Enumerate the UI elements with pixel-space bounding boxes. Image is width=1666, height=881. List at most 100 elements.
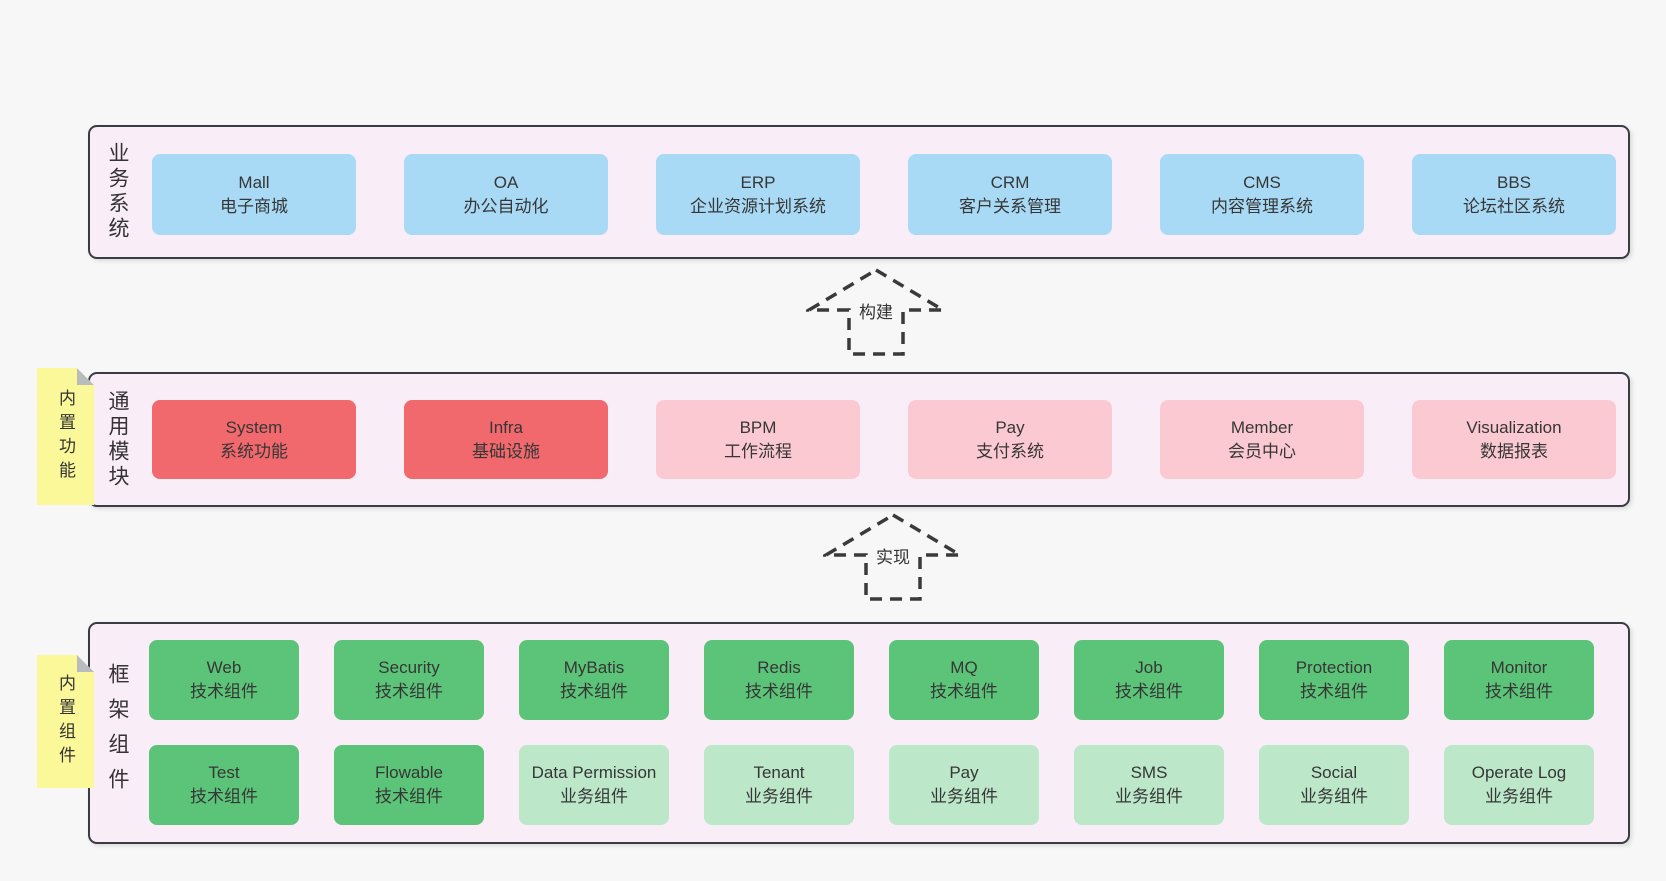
box-flowable: Flowable 技术组件 — [334, 745, 484, 825]
box-subtitle: 技术组件 — [190, 787, 258, 806]
up-arrow-icon — [823, 512, 963, 601]
box-mybatis: MyBatis 技术组件 — [519, 640, 669, 720]
box-title: Pay — [995, 417, 1025, 437]
layer-framework-components: 框架组件 Web 技术组件 Security 技术组件 MyBatis 技术组件… — [88, 622, 1630, 844]
layer-label-framework-components: 框架组件 — [106, 663, 129, 803]
box-title: Security — [378, 658, 440, 677]
box-title: BBS — [1496, 172, 1532, 192]
box-title: Protection — [1295, 658, 1373, 677]
arrow-build-label: 构建 — [856, 298, 896, 323]
box-redis: Redis 技术组件 — [704, 640, 854, 720]
box-subtitle: 技术组件 — [1115, 682, 1183, 701]
box-member: Member 会员中心 — [1160, 400, 1364, 479]
box-title: CRM — [990, 172, 1030, 192]
box-subtitle: 企业资源计划系统 — [690, 196, 826, 216]
arrow-build: 构建 — [806, 266, 946, 358]
box-title: BPM — [739, 417, 777, 437]
layer-label-common-modules: 通用模块 — [106, 389, 129, 490]
box-subtitle: 技术组件 — [190, 682, 258, 701]
box-data-permission: Data Permission 业务组件 — [519, 745, 669, 825]
box-subtitle: 论坛社区系统 — [1463, 196, 1565, 216]
box-subtitle: 内容管理系统 — [1211, 196, 1313, 216]
box-pay-component: Pay 业务组件 — [889, 745, 1039, 825]
box-subtitle: 技术组件 — [560, 682, 628, 701]
box-title: Data Permission — [531, 763, 657, 782]
box-subtitle: 技术组件 — [375, 787, 443, 806]
box-title: System — [225, 417, 283, 437]
box-bbs: BBS 论坛社区系统 — [1412, 154, 1616, 235]
box-job: Job 技术组件 — [1074, 640, 1224, 720]
box-subtitle: 基础设施 — [472, 441, 540, 461]
box-subtitle: 业务组件 — [745, 787, 813, 806]
box-social: Social 业务组件 — [1259, 745, 1409, 825]
box-cms: CMS 内容管理系统 — [1160, 154, 1364, 235]
box-subtitle: 客户关系管理 — [959, 196, 1061, 216]
box-infra: Infra 基础设施 — [404, 400, 608, 479]
box-subtitle: 数据报表 — [1480, 441, 1548, 461]
layer-business-systems: 业务系统 Mall 电子商城 OA 办公自动化 ERP 企业资源计划系统 CRM… — [88, 125, 1630, 259]
box-subtitle: 技术组件 — [1300, 682, 1368, 701]
box-test: Test 技术组件 — [149, 745, 299, 825]
box-crm: CRM 客户关系管理 — [908, 154, 1112, 235]
box-title: OA — [493, 172, 519, 192]
box-subtitle: 系统功能 — [220, 441, 288, 461]
box-operate-log: Operate Log 业务组件 — [1444, 745, 1594, 825]
box-subtitle: 支付系统 — [976, 441, 1044, 461]
box-monitor: Monitor 技术组件 — [1444, 640, 1594, 720]
box-title: Web — [206, 658, 242, 677]
box-subtitle: 技术组件 — [745, 682, 813, 701]
box-system: System 系统功能 — [152, 400, 356, 479]
box-visualization: Visualization 数据报表 — [1412, 400, 1616, 479]
box-protection: Protection 技术组件 — [1259, 640, 1409, 720]
box-subtitle: 业务组件 — [1300, 787, 1368, 806]
box-title: Social — [1310, 763, 1358, 782]
box-title: Redis — [757, 658, 801, 677]
box-title: CMS — [1243, 172, 1281, 192]
box-subtitle: 电子商城 — [220, 196, 288, 216]
box-mall: Mall 电子商城 — [152, 154, 356, 235]
box-web: Web 技术组件 — [149, 640, 299, 720]
layer-label-business-systems: 业务系统 — [106, 142, 129, 242]
box-tenant: Tenant 业务组件 — [704, 745, 854, 825]
box-subtitle: 业务组件 — [930, 787, 998, 806]
note-text: 内置功能 — [56, 388, 75, 485]
box-title: Job — [1135, 658, 1163, 677]
box-subtitle: 技术组件 — [1485, 682, 1553, 701]
box-title: ERP — [740, 172, 776, 192]
box-oa: OA 办公自动化 — [404, 154, 608, 235]
box-title: Visualization — [1466, 417, 1562, 437]
box-title: MyBatis — [563, 658, 625, 677]
box-sms: SMS 业务组件 — [1074, 745, 1224, 825]
box-mq: MQ 技术组件 — [889, 640, 1039, 720]
box-subtitle: 工作流程 — [724, 441, 792, 461]
layer-common-modules: 通用模块 System 系统功能 Infra 基础设施 BPM 工作流程 Pay… — [88, 372, 1630, 507]
box-subtitle: 技术组件 — [930, 682, 998, 701]
sticky-note-built-in-components: 内置组件 — [37, 655, 94, 788]
box-title: Infra — [488, 417, 524, 437]
box-security: Security 技术组件 — [334, 640, 484, 720]
box-title: Test — [208, 763, 240, 782]
arrow-implement: 实现 — [823, 511, 963, 603]
box-title: Operate Log — [1471, 763, 1567, 782]
box-title: Flowable — [374, 763, 444, 782]
box-title: Pay — [949, 763, 979, 782]
box-erp: ERP 企业资源计划系统 — [656, 154, 860, 235]
up-arrow-icon — [806, 267, 946, 356]
box-pay-system: Pay 支付系统 — [908, 400, 1112, 479]
box-bpm: BPM 工作流程 — [656, 400, 860, 479]
arrow-implement-label: 实现 — [873, 543, 913, 568]
box-title: Member — [1230, 417, 1294, 437]
box-title: MQ — [950, 658, 978, 677]
sticky-note-built-in-features: 内置功能 — [37, 368, 94, 505]
box-subtitle: 业务组件 — [560, 787, 628, 806]
box-title: Monitor — [1490, 658, 1548, 677]
box-subtitle: 业务组件 — [1485, 787, 1553, 806]
box-subtitle: 会员中心 — [1228, 441, 1296, 461]
note-text: 内置组件 — [56, 673, 75, 770]
box-subtitle: 办公自动化 — [463, 196, 549, 216]
box-subtitle: 业务组件 — [1115, 787, 1183, 806]
box-title: SMS — [1130, 763, 1168, 782]
box-subtitle: 技术组件 — [375, 682, 443, 701]
box-title: Tenant — [753, 763, 805, 782]
box-title: Mall — [238, 172, 270, 192]
